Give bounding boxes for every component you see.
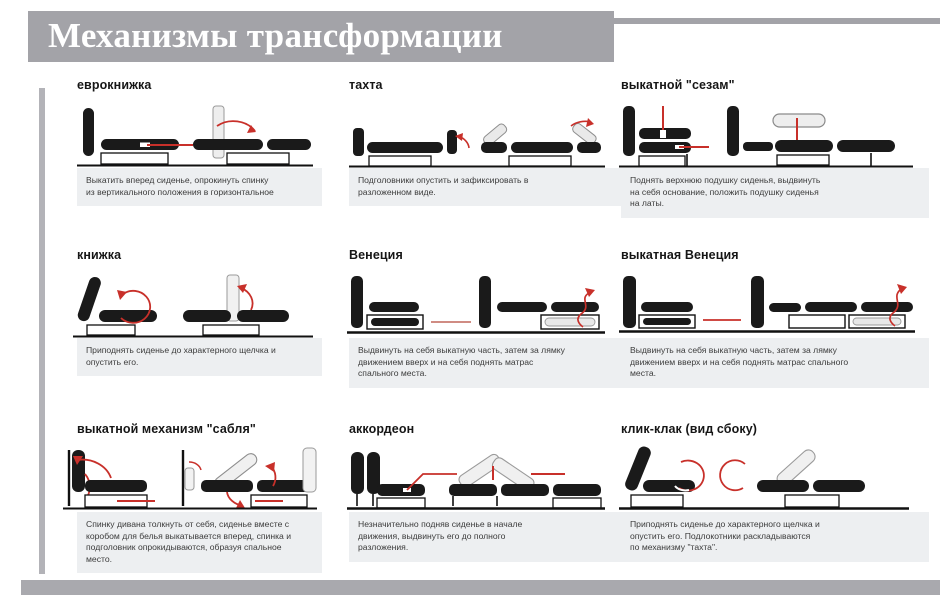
diagram-vykatnaya-venetsiya	[617, 270, 927, 338]
diagram-vykatnoy-sezam	[617, 100, 927, 168]
header-bar: Механизмы трансформации	[28, 11, 614, 62]
cell-caption: Спинку дивана толкнуть от себя, сиденье …	[77, 512, 322, 574]
diagram-cell-vykatnaya-venetsiya: выкатная Венеция	[617, 248, 929, 388]
diagram-cell-vykatnoy-sezam: выкатной "сезам"	[617, 78, 929, 218]
diagram-cell-knizhka: книжка	[55, 248, 330, 377]
diagram-cell-akkordeon: аккордеон	[345, 422, 623, 562]
cell-caption: Выдвинуть на себя выкатную часть, затем …	[349, 338, 623, 388]
diagram-evroknizhka	[55, 100, 330, 168]
cell-title: выкатной механизм "сабля"	[77, 422, 256, 436]
cell-title: тахта	[349, 78, 383, 92]
cell-title: аккордеон	[349, 422, 415, 436]
diagram-akkordeon	[345, 444, 613, 512]
bottom-rail	[21, 580, 940, 595]
cell-title: выкатная Венеция	[621, 248, 739, 262]
cell-caption: Выкатить вперед сиденье, опрокинуть спин…	[77, 168, 322, 207]
cell-caption: Поднять верхнюю подушку сиденья, выдвину…	[621, 168, 929, 218]
cell-caption: Приподнять сиденье до характерного щелчк…	[77, 338, 322, 377]
diagram-tahta	[345, 100, 613, 168]
diagram-grid: еврокнижка Выкатить вперед сид	[55, 78, 929, 578]
diagram-cell-vykatnoy-mehanizm-sablya: выкатной механизм "сабля"	[55, 422, 330, 574]
diagram-cell-venetsiya: Венеция Выдвинуть н	[345, 248, 623, 388]
diagram-venetsiya	[345, 270, 613, 338]
diagram-cell-evroknizhka: еврокнижка Выкатить вперед сид	[55, 78, 330, 207]
cell-title: Венеция	[349, 248, 403, 262]
diagram-cell-tahta: тахта	[345, 78, 623, 207]
cell-title: книжка	[77, 248, 122, 262]
cell-caption: Выдвинуть на себя выкатную часть, затем …	[621, 338, 929, 388]
diagram-vykatnoy-mehanizm-sablya	[55, 444, 330, 512]
page-title: Механизмы трансформации	[48, 15, 503, 55]
header-accent-strip	[614, 18, 940, 24]
cell-caption: Приподнять сиденье до характерного щелчк…	[621, 512, 929, 562]
diagram-knizhka	[55, 270, 330, 338]
cell-title: клик-клак (вид сбоку)	[621, 422, 758, 436]
cell-caption: Подголовники опустить и зафиксировать в …	[349, 168, 623, 207]
cell-title: выкатной "сезам"	[621, 78, 735, 92]
cell-caption: Незначительно подняв сиденье в начале дв…	[349, 512, 623, 562]
diagram-klik-klak	[617, 444, 927, 512]
diagram-cell-klik-klak: клик-клак (вид сбоку)	[617, 422, 929, 562]
left-vertical-rail	[39, 88, 45, 574]
cell-title: еврокнижка	[77, 78, 152, 92]
